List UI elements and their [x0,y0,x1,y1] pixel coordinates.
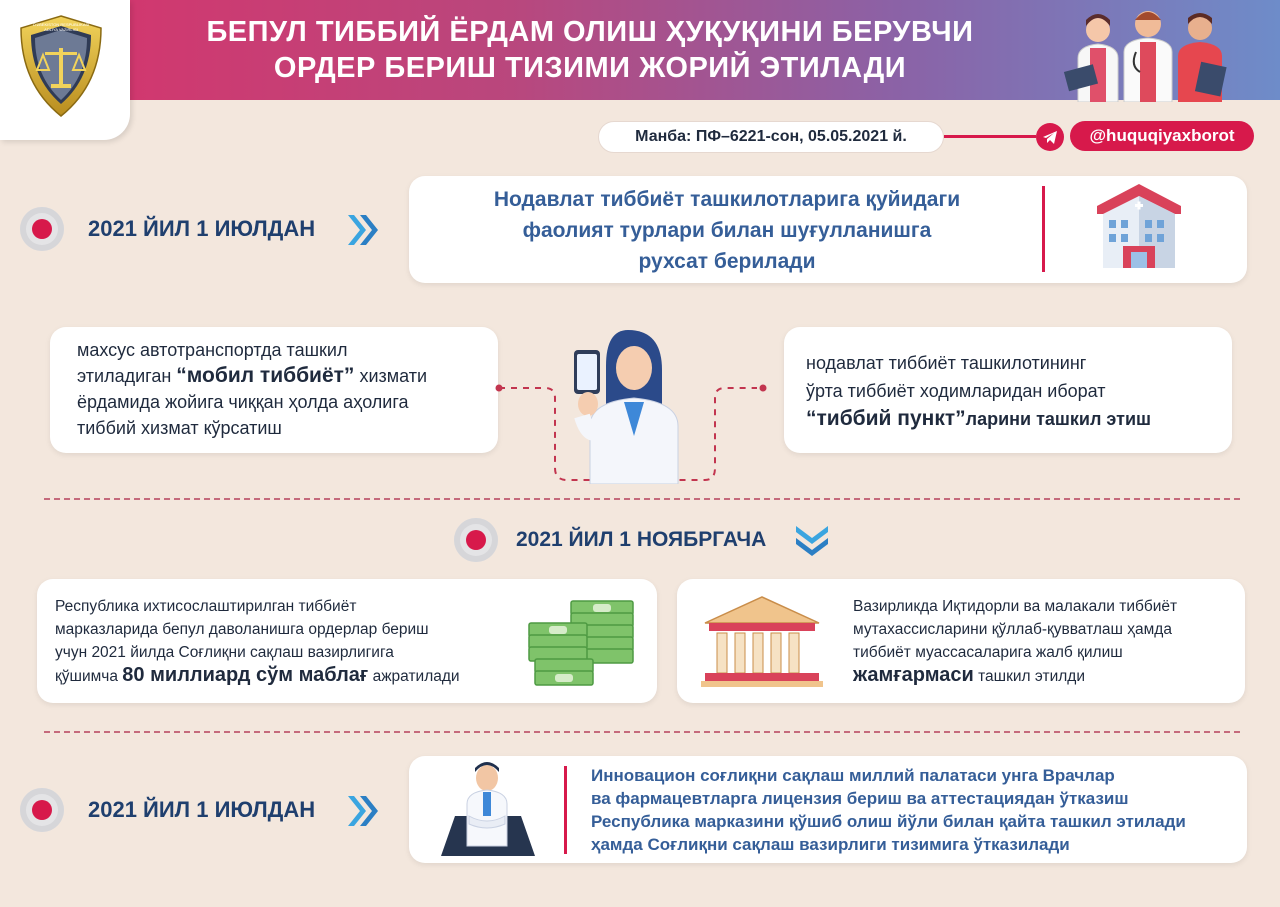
section1-marker [20,207,64,251]
doctor-phone-illustration [574,330,679,484]
section2-marker [454,518,498,562]
foundation-highlight: жамғармаси [853,664,974,686]
fund-line-4: жамғармаси ташкил этилди [853,664,1085,686]
mobile-medicine-card: махсус автотранспортда ташкил этиладиган… [50,327,498,453]
chevron-right-icon [348,796,378,826]
source-connector [944,135,1036,138]
fund-line-1: Вазирликда Иқтидорли ва малакали тиббиёт [853,598,1178,615]
right-line-2: ўрта тиббиёт ходимларидан иборат [806,381,1106,401]
header-banner [0,0,1280,100]
source-label: Манба: ПФ–6221-сон, 05.05.2021 й. [635,128,907,145]
section2-date: 2021 ЙИЛ 1 НОЯБРГАЧА [516,528,767,551]
fund-line-3: тиббиёт муассасаларига жалб қилиш [853,644,1123,661]
logo-card: O‘ZBEKISTON RESPUBLIKASI ADLIYA VAZIRLIG… [0,0,130,140]
title-line-1: БЕПУЛ ТИББИЙ ЁРДАМ ОЛИШ ҲУҚУҚИНИ БЕРУВЧИ [206,16,974,48]
ministry-emblem-icon [20,15,102,117]
title-line-2: ОРДЕР БЕРИШ ТИЗИМИ ЖОРИЙ ЭТИЛАДИ [273,52,907,84]
channel-handle[interactable]: @huquqiyaxborot [1089,126,1235,145]
section1-date: 2021 ЙИЛ 1 ИЮЛДАН [88,216,316,241]
source-pill: Манба: ПФ–6221-сон, 05.05.2021 й. [598,121,944,153]
money-line-1: Республика ихтисослаштирилган тиббиёт [55,598,357,615]
section3-marker [20,788,64,832]
section1-intro-card: Нодавлат тиббиёт ташкилотларига қуйидаги… [409,176,1247,283]
money-stack-icon [528,600,634,686]
logo-text: O‘ZBEKISTON RESPUBLIKASI ADLIYA VAZIRLIG… [32,22,90,32]
intro-divider [1042,186,1045,272]
s3-line-3: Республика марказини қўшиб олиш йўли бил… [591,812,1186,831]
medical-post-highlight: “тиббий пункт” [806,407,966,430]
hospital-building-icon [1097,184,1181,268]
left-line-4: тиббий хизмат кўрсатиш [77,418,282,438]
section3-date: 2021 ЙИЛ 1 ИЮЛДАН [88,797,316,822]
channel-badge[interactable]: @huquqiyaxborot [1070,121,1254,151]
intro-line-3: рухсат берилади [638,250,816,273]
fund-line-2: мутахассисларини қўллаб-қувватлаш ҳамда [853,621,1172,638]
s3-line-1: Инновацион соғлиқни сақлаш миллий палата… [591,766,1115,785]
money-line-4: қўшимча 80 миллиард сўм маблағ ажратилад… [55,664,460,686]
s3-line-4: ҳамда Соғлиқни сақлаш вазирлиги тизимига… [591,835,1070,854]
doctor-laptop-icon [441,762,535,856]
left-line-2: этиладиган “мобил тиббиёт” хизмати [77,364,428,387]
section3-card: Инновацион соғлиқни сақлаш миллий палата… [409,756,1247,863]
chevron-down-icon [796,526,828,556]
money-line-3: учун 2021 йилда Соғлиқни сақлаш вазирлиг… [55,644,394,661]
funding-amount: 80 миллиард сўм маблағ [122,664,369,686]
funding-card: Республика ихтисослаштирилган тиббиёт ма… [37,579,657,703]
foundation-card: Вазирликда Иқтидорли ва малакали тиббиёт… [677,579,1245,703]
telegram-icon[interactable] [1036,123,1064,151]
chevron-right-icon [348,215,378,245]
section-divider-1 [44,498,1240,500]
right-line-1: нодавлат тиббиёт ташкилотининг [806,353,1087,373]
institution-building-icon [701,596,823,687]
left-line-1: махсус автотранспортда ташкил [77,340,348,360]
medical-post-card: нодавлат тиббиёт ташкилотининг ўрта тибб… [784,327,1232,453]
section-divider-2 [44,731,1240,733]
page-title: БЕПУЛ ТИББИЙ ЁРДАМ ОЛИШ ҲУҚУҚИНИ БЕРУВЧИ… [160,14,1020,86]
intro-line-2: фаолият турлари билан шуғулланишга [522,219,932,242]
right-line-3: “тиббий пункт”ларини ташкил этиш [806,407,1152,430]
section3-divider [564,766,567,854]
intro-line-1: Нодавлат тиббиёт ташкилотларига қуйидаги [493,188,961,211]
money-line-2: марказларида бепул даволанишга ордерлар … [55,621,429,638]
mobile-medicine-highlight: “мобил тиббиёт” [176,364,355,387]
doctors-illustration [1063,11,1227,102]
s3-line-2: ва фармацевтларга лицензия бериш ва атте… [591,789,1129,808]
left-line-3: ёрдамида жойига чиққан ҳолда аҳолига [77,392,409,412]
